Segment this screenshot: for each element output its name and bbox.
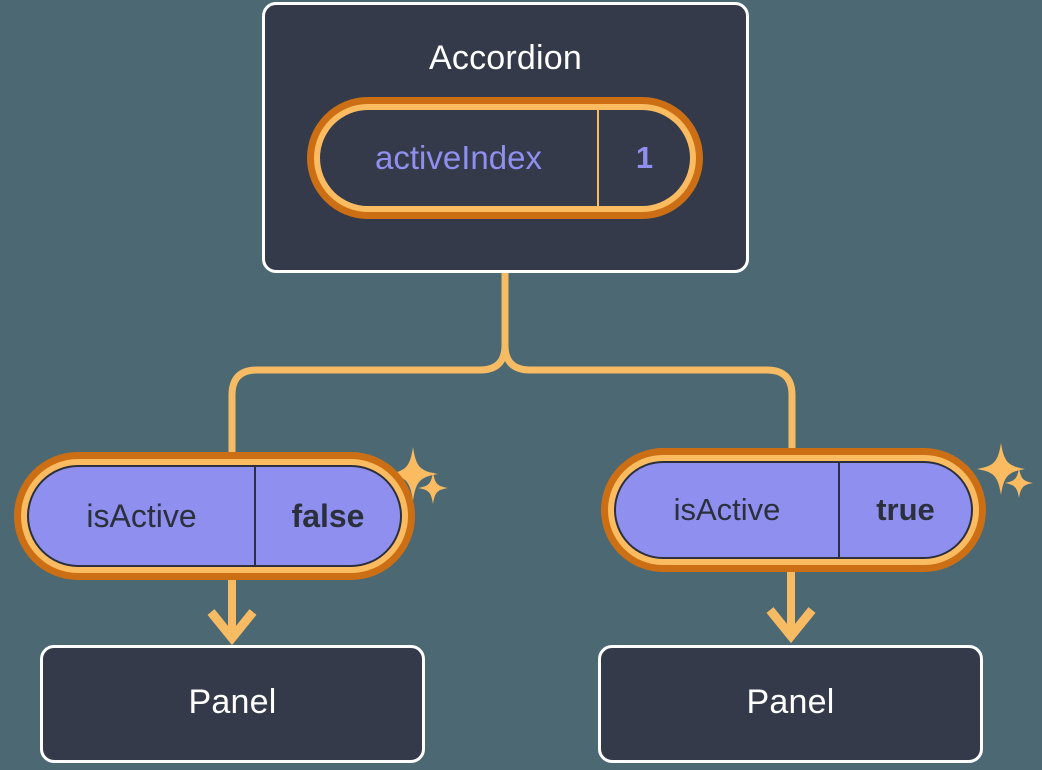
state-value-isactive-right: true [876, 492, 935, 527]
pill-divider [254, 467, 256, 565]
pill-body: isActive true [614, 461, 973, 559]
pill-divider [838, 463, 840, 557]
panel-right[interactable]: Panel [598, 645, 983, 763]
sparkle-icon [418, 472, 448, 504]
root-split-connector [228, 269, 796, 461]
panel-left[interactable]: Panel [40, 645, 425, 763]
panel-left-title: Panel [188, 683, 277, 721]
state-value-isactive-left: false [291, 497, 365, 534]
left-state-pill[interactable]: isActive false [14, 452, 415, 580]
state-key-isactive-right: isActive [673, 492, 781, 527]
pill-body: activeIndex 1 [320, 110, 690, 206]
state-key-activeindex: activeIndex [375, 139, 542, 176]
right-arrow-connector [766, 572, 816, 644]
pill-ring-inner: activeIndex 1 [314, 104, 696, 212]
left-arrow-connector [207, 578, 257, 646]
sparkle-icon [977, 443, 1025, 495]
pill-body: isActive false [27, 465, 402, 567]
state-key-isactive-left: isActive [86, 497, 197, 534]
right-state-pill[interactable]: isActive true [601, 448, 986, 572]
accordion-state-pill[interactable]: activeIndex 1 [307, 97, 703, 219]
panel-right-title: Panel [746, 683, 835, 721]
state-value-activeindex: 1 [635, 140, 654, 175]
accordion-title: Accordion [429, 39, 582, 77]
pill-ring-inner: isActive true [608, 455, 979, 565]
sparkle-icon [1005, 468, 1033, 498]
sparkle-group-right [977, 443, 1033, 498]
pill-ring-inner: isActive false [21, 459, 408, 573]
pill-divider [597, 110, 599, 206]
